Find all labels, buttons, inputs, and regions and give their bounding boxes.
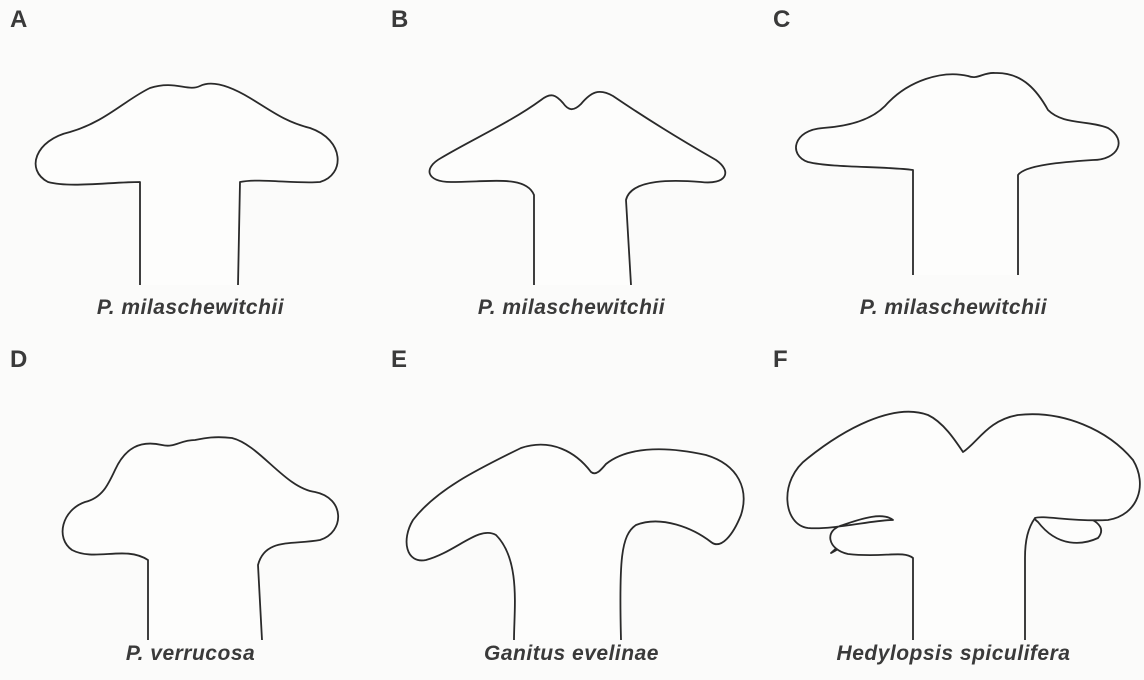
radular-tooth-drawing xyxy=(381,340,762,640)
radular-tooth-drawing xyxy=(381,0,762,290)
radular-tooth-drawing xyxy=(763,0,1144,290)
panel-caption: Hedylopsis spiculifera xyxy=(763,642,1144,666)
panel-caption: P. milaschewitchii xyxy=(0,296,381,320)
panel-e: E Ganitus evelinae xyxy=(381,340,762,680)
panel-d: D P. verrucosa xyxy=(0,340,381,680)
panel-caption: P. milaschewitchii xyxy=(381,296,762,320)
panel-caption: P. milaschewitchii xyxy=(763,296,1144,320)
panel-b: B P. milaschewitchii xyxy=(381,0,762,340)
radular-tooth-drawing xyxy=(763,340,1144,640)
panel-f: F Hedylopsis spiculifera xyxy=(763,340,1144,680)
panel-c: C P. milaschewitchii xyxy=(763,0,1144,340)
panel-caption: P. verrucosa xyxy=(0,642,381,666)
radular-tooth-drawing xyxy=(0,0,381,290)
panel-caption: Ganitus evelinae xyxy=(381,642,762,666)
panel-a: A P. milaschewitchii xyxy=(0,0,381,340)
radular-tooth-drawing xyxy=(0,340,381,640)
